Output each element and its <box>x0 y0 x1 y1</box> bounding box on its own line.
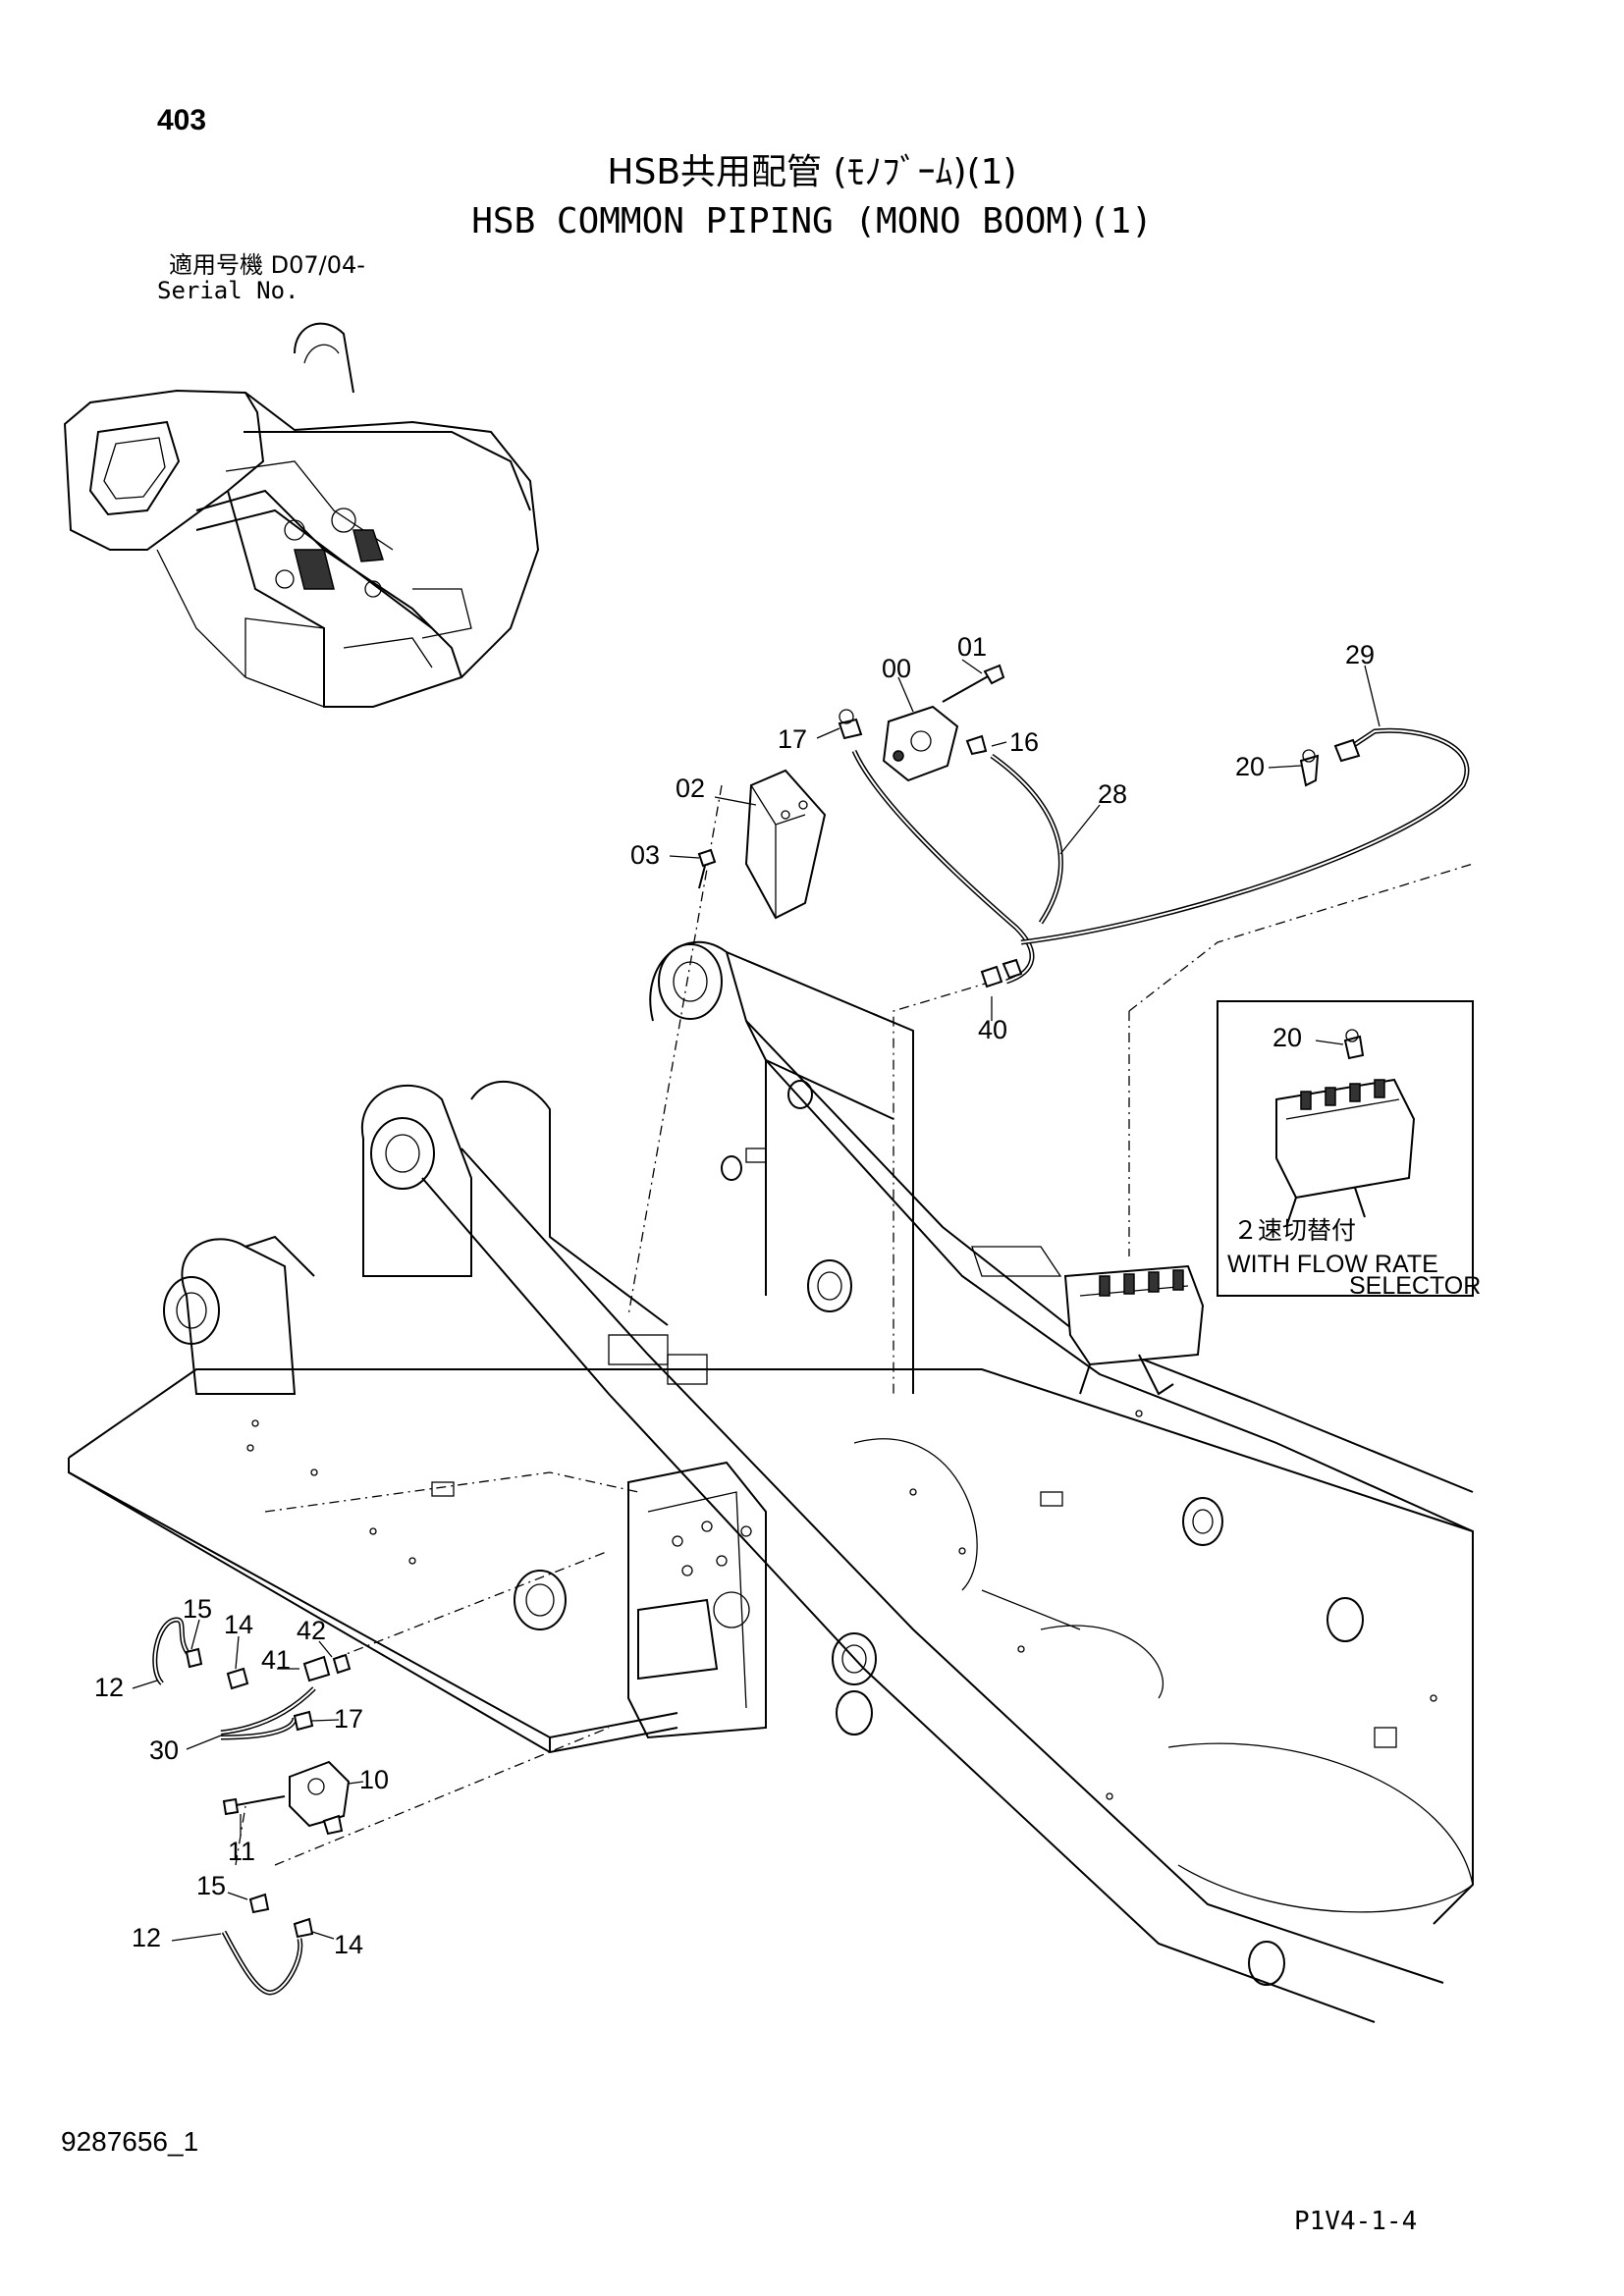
flow-rate-selector-inset: 20 ２速切替付 WITH FLOW RATE SELECTOR <box>1217 1000 1481 1300</box>
callout-01: 01 <box>957 632 987 662</box>
serial-label-japanese: 適用号機 D07/04- <box>169 251 365 279</box>
callout-41: 41 <box>261 1645 291 1675</box>
callout-15-upper: 15 <box>183 1594 212 1624</box>
callout-17: 17 <box>778 724 807 754</box>
callout-11: 11 <box>228 1837 255 1866</box>
serial-label-english: Serial No. <box>157 277 299 304</box>
callout-15-lower: 15 <box>196 1871 226 1900</box>
callout-40: 40 <box>978 1015 1007 1044</box>
page-number: 403 <box>157 104 207 136</box>
callout-29: 29 <box>1345 640 1375 669</box>
callout-00: 00 <box>882 654 911 683</box>
callout-17-lower: 17 <box>334 1704 363 1734</box>
boom-frame <box>68 784 1474 2023</box>
inset-label-english-2: SELECTOR <box>1349 1272 1481 1300</box>
callout-10: 10 <box>359 1765 389 1794</box>
callout-02: 02 <box>676 774 705 803</box>
inset-callout-20: 20 <box>1272 1023 1302 1052</box>
title-japanese: HSB共用配管 (ﾓﾉﾌﾞｰﾑ)(1) <box>607 152 1017 192</box>
callout-14-lower: 14 <box>334 1930 363 1959</box>
callout-30: 30 <box>149 1735 179 1765</box>
callout-12-lower: 12 <box>132 1923 161 1952</box>
callout-20: 20 <box>1235 752 1265 781</box>
callout-labels: 00 01 02 03 17 16 28 29 20 40 15 14 42 4… <box>94 632 1375 1959</box>
inset-label-japanese: ２速切替付 <box>1233 1217 1356 1245</box>
title-english: HSB COMMON PIPING (MONO BOOM)(1) <box>471 201 1153 241</box>
callout-16: 16 <box>1009 727 1039 757</box>
callout-28: 28 <box>1098 779 1127 809</box>
page-reference: P1V4-1-4 <box>1294 2207 1418 2236</box>
drawing-number: 9287656_1 <box>61 2126 199 2157</box>
callout-42: 42 <box>297 1616 326 1645</box>
inset-label-english-1: WITH FLOW RATE <box>1227 1251 1438 1278</box>
callout-12-upper: 12 <box>94 1673 124 1702</box>
callout-03: 03 <box>630 840 660 870</box>
callout-14-upper: 14 <box>224 1610 253 1639</box>
lower-left-piping <box>132 1617 364 1996</box>
upper-piping-assembly <box>669 659 1470 1021</box>
excavator-overview <box>63 322 540 708</box>
